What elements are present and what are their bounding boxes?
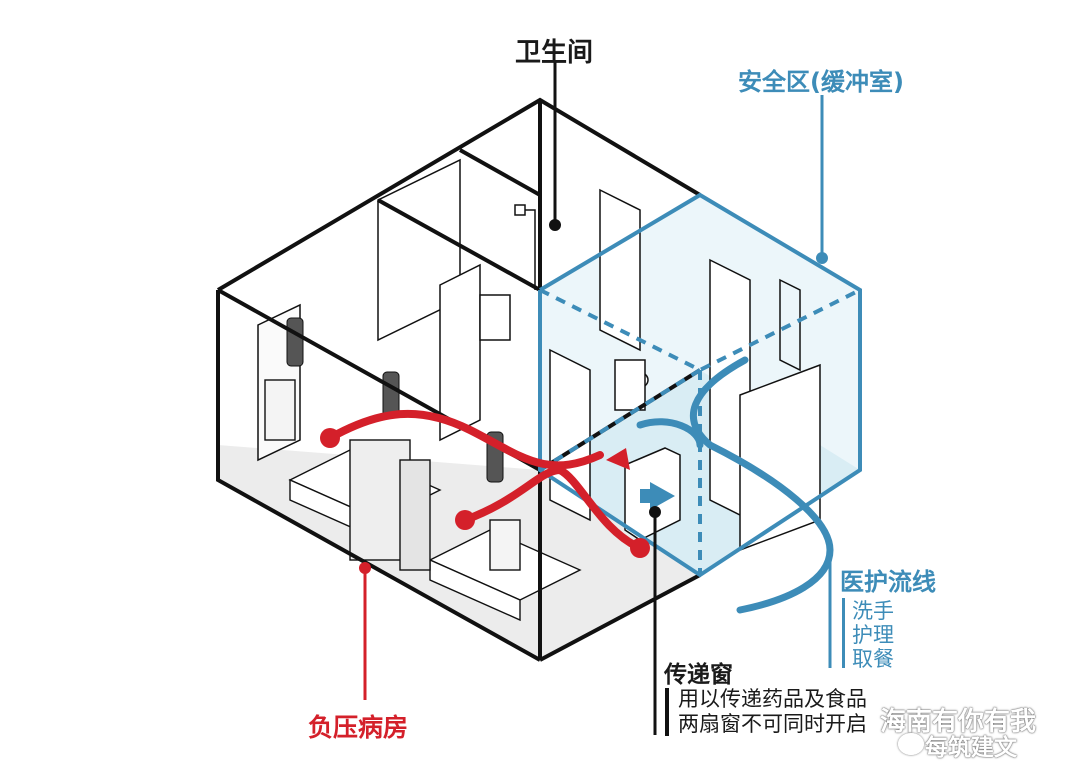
bathroom-fixtures bbox=[479, 204, 649, 411]
pass-window-notes-bar bbox=[665, 688, 669, 736]
pass-window-note-1: 用以传递药品及食品 bbox=[678, 687, 867, 711]
watermark-line-2: 每筑建文 bbox=[925, 735, 1017, 761]
medical-route-item-3: 取餐 bbox=[852, 647, 894, 671]
hospital-beds bbox=[264, 379, 582, 622]
pass-window-note-2: 两扇窗不可同时开启 bbox=[678, 712, 867, 736]
watermark-line-1: 海南有你有我 bbox=[880, 707, 1037, 737]
negative-pressure-ward-label: 负压病房 bbox=[308, 713, 409, 742]
leader-dots bbox=[359, 219, 828, 574]
pass-window-label: 传递窗 bbox=[664, 662, 733, 688]
leader-lines bbox=[363, 60, 832, 735]
wechat-icon bbox=[898, 733, 924, 755]
medical-route-label: 医护流线 bbox=[840, 568, 936, 596]
ward-flow-endpoints bbox=[320, 428, 650, 558]
medical-route-arrow bbox=[640, 482, 675, 510]
medical-route-items-bar bbox=[842, 598, 845, 668]
ward-flow-path bbox=[326, 409, 644, 552]
bathroom-label: 卫生间 bbox=[515, 38, 594, 68]
medical-route-path bbox=[636, 356, 834, 614]
medical-route-item-2: 护理 bbox=[852, 623, 894, 647]
buffer-zone-outline bbox=[538, 192, 862, 578]
medical-route-item-1: 洗手 bbox=[852, 599, 894, 623]
oxygen-cylinders bbox=[286, 317, 504, 483]
buffer-zone-label: 安全区(缓冲室) bbox=[738, 68, 904, 96]
